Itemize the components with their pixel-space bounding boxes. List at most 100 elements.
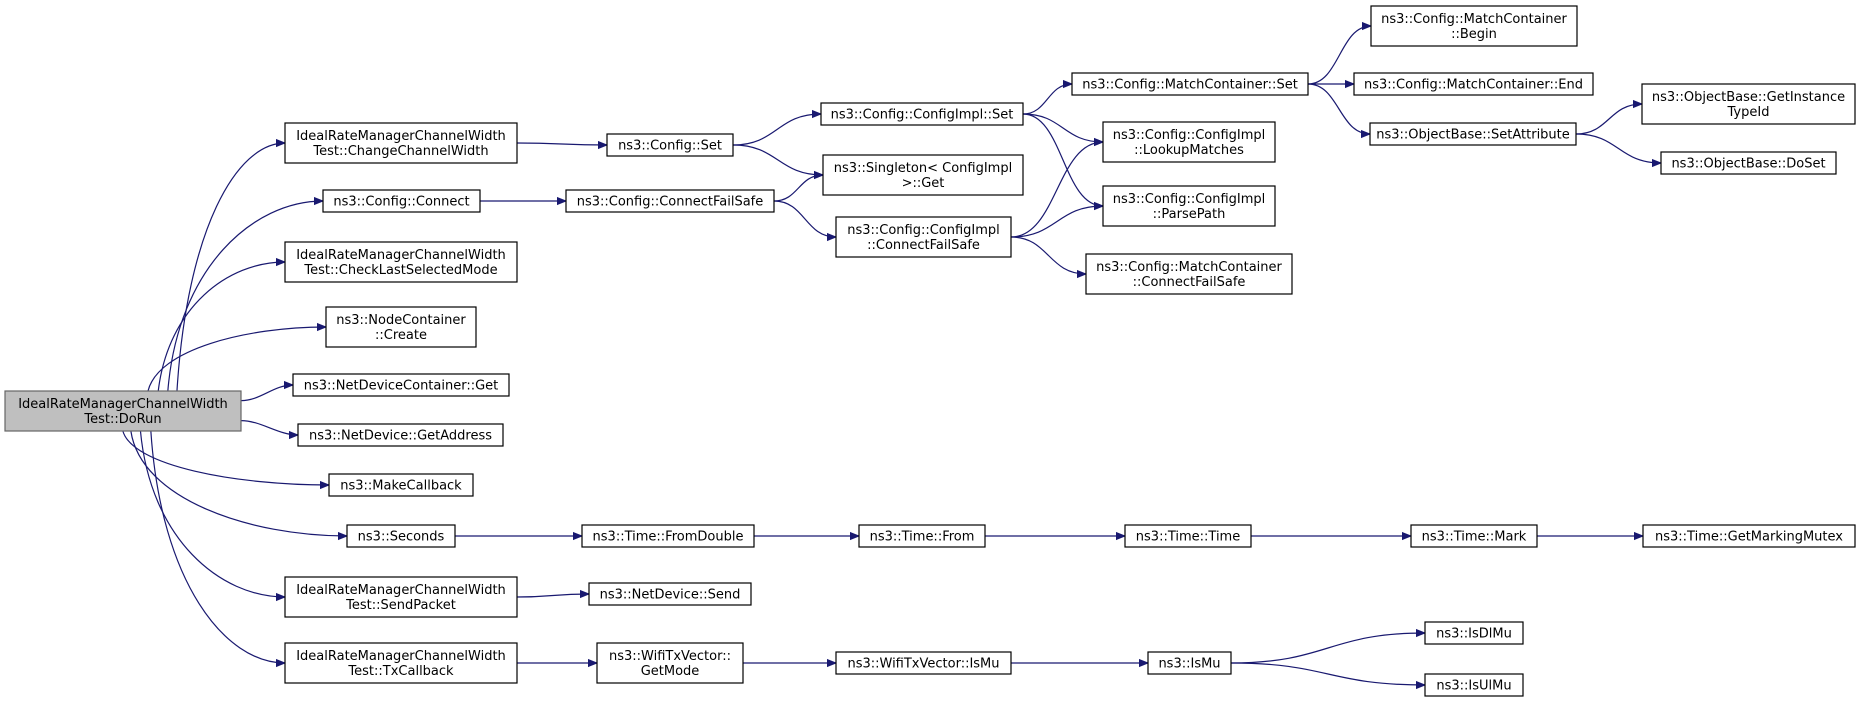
node-label: ns3::NetDeviceContainer::Get: [304, 379, 499, 394]
node-box: [1071, 72, 1309, 96]
node-label: IdealRateManagerChannelWidth: [296, 129, 506, 144]
node-check-last-selected-mode[interactable]: IdealRateManagerChannelWidthTest::CheckL…: [284, 241, 518, 283]
node-box: [284, 576, 518, 618]
node-is-dl-mu[interactable]: ns3::IsDlMu: [1424, 621, 1524, 645]
node-label: ns3::Config::Set: [618, 139, 722, 154]
node-wifi-tx-vector-is-mu[interactable]: ns3::WifiTxVector::IsMu: [835, 651, 1012, 675]
node-config-connect[interactable]: ns3::Config::Connect: [322, 189, 481, 213]
node-label: ns3::Config::ConfigImpl: [1113, 192, 1266, 207]
node-box: [322, 189, 481, 213]
edge-config-set-to-singleton-get: [732, 144, 823, 175]
node-box: [820, 102, 1024, 126]
node-label: ns3::NetDevice::Send: [600, 588, 741, 603]
node-label: ns3::Config::Connect: [333, 195, 469, 210]
node-time-mark[interactable]: ns3::Time::Mark: [1410, 524, 1538, 548]
node-is-ul-mu[interactable]: ns3::IsUlMu: [1424, 673, 1524, 697]
node-box: [1124, 524, 1252, 548]
edge-do-run-to-check-last-selected-mode: [157, 262, 285, 392]
node-config-impl-set[interactable]: ns3::Config::ConfigImpl::Set: [820, 102, 1024, 126]
node-label: ns3::Config::ConfigImpl: [847, 223, 1000, 238]
node-net-device-container-get[interactable]: ns3::NetDeviceContainer::Get: [292, 373, 510, 397]
node-label: ns3::WifiTxVector::: [609, 649, 731, 664]
node-label: ns3::Config::MatchContainer: [1096, 260, 1282, 275]
edge-match-container-set-to-match-container-begin: [1307, 26, 1372, 85]
node-singleton-get[interactable]: ns3::Singleton< ConfigImpl>::Get: [822, 154, 1024, 196]
node-box: [297, 423, 504, 447]
node-box: [1642, 524, 1856, 548]
node-box: [835, 651, 1012, 675]
node-label: ns3::Time::FromDouble: [593, 530, 744, 545]
node-send-packet[interactable]: IdealRateManagerChannelWidthTest::SendPa…: [284, 576, 518, 618]
node-box: [284, 122, 518, 164]
node-time-from-double[interactable]: ns3::Time::FromDouble: [581, 524, 755, 548]
node-match-container-begin[interactable]: ns3::Config::MatchContainer::Begin: [1370, 5, 1578, 47]
edge-do-run-to-net-device-get-address: [240, 420, 298, 435]
node-seconds[interactable]: ns3::Seconds: [346, 524, 456, 548]
node-label: ns3::Config::MatchContainer::End: [1364, 78, 1583, 93]
node-wifi-tx-vector-get-mode[interactable]: ns3::WifiTxVector::GetMode: [596, 642, 744, 684]
edge-config-impl-set-to-match-container-set: [1022, 84, 1073, 115]
node-config-connect-fail-safe[interactable]: ns3::Config::ConnectFailSafe: [565, 189, 775, 213]
node-label: ns3::Config::MatchContainer::Set: [1082, 78, 1298, 93]
node-label: ns3::Time::Mark: [1422, 530, 1527, 545]
edge-do-run-to-seconds: [130, 430, 347, 536]
node-label: IdealRateManagerChannelWidth: [296, 248, 506, 263]
node-label: ns3::IsDlMu: [1436, 627, 1512, 642]
node-box: [1424, 673, 1524, 697]
edge-do-run-to-config-connect: [167, 201, 323, 392]
node-label: ns3::WifiTxVector::IsMu: [847, 657, 999, 672]
node-label: ::Begin: [1451, 27, 1497, 42]
node-label: Test::ChangeChannelWidth: [312, 144, 488, 159]
node-box: [588, 582, 752, 606]
node-label: ns3::Config::MatchContainer: [1381, 12, 1567, 27]
edge-do-run-to-make-callback: [122, 430, 329, 485]
node-parse-path[interactable]: ns3::Config::ConfigImpl::ParsePath: [1102, 185, 1276, 227]
node-label: ns3::Time::From: [870, 530, 975, 545]
node-box: [835, 216, 1012, 258]
node-time-time[interactable]: ns3::Time::Time: [1124, 524, 1252, 548]
node-label: Test::CheckLastSelectedMode: [303, 263, 497, 278]
node-match-container-set[interactable]: ns3::Config::MatchContainer::Set: [1071, 72, 1309, 96]
node-time-from[interactable]: ns3::Time::From: [858, 524, 986, 548]
node-box: [346, 524, 456, 548]
node-label: Test::DoRun: [83, 412, 161, 427]
edge-set-attribute-to-do-set: [1575, 133, 1661, 163]
node-match-container-end[interactable]: ns3::Config::MatchContainer::End: [1353, 72, 1594, 96]
node-net-device-send[interactable]: ns3::NetDevice::Send: [588, 582, 752, 606]
node-node-container-create[interactable]: ns3::NodeContainer::Create: [325, 306, 477, 348]
node-box: [1147, 651, 1232, 675]
node-set-attribute[interactable]: ns3::ObjectBase::SetAttribute: [1369, 122, 1577, 146]
node-config-set[interactable]: ns3::Config::Set: [606, 133, 734, 157]
node-box: [1424, 621, 1524, 645]
node-box: [581, 524, 755, 548]
node-is-mu[interactable]: ns3::IsMu: [1147, 651, 1232, 675]
node-make-callback[interactable]: ns3::MakeCallback: [328, 473, 474, 497]
node-box: [1660, 151, 1837, 175]
edge-config-impl-connect-fail-safe-to-lookup-matches: [1010, 142, 1103, 238]
edge-config-impl-set-to-lookup-matches: [1022, 113, 1103, 142]
node-box: [858, 524, 986, 548]
node-config-impl-connect-fail-safe[interactable]: ns3::Config::ConfigImpl::ConnectFailSafe: [835, 216, 1012, 258]
node-do-set[interactable]: ns3::ObjectBase::DoSet: [1660, 151, 1837, 175]
edges-layer: [122, 26, 1661, 685]
node-get-marking-mutex[interactable]: ns3::Time::GetMarkingMutex: [1642, 524, 1856, 548]
node-lookup-matches[interactable]: ns3::Config::ConfigImpl::LookupMatches: [1102, 121, 1276, 163]
node-change-channel-width[interactable]: IdealRateManagerChannelWidthTest::Change…: [284, 122, 518, 164]
node-label: GetMode: [641, 664, 700, 679]
node-label: Test::TxCallback: [347, 664, 454, 679]
node-label: ::Create: [375, 328, 427, 343]
edge-do-run-to-send-packet: [139, 430, 285, 597]
node-label: ns3::Config::ConnectFailSafe: [577, 195, 764, 210]
node-match-container-connect-fail-safe[interactable]: ns3::Config::MatchContainer::ConnectFail…: [1085, 253, 1293, 295]
node-label: ns3::IsUlMu: [1436, 679, 1511, 694]
node-label: ns3::IsMu: [1158, 657, 1220, 672]
node-label: ns3::Time::Time: [1136, 530, 1240, 545]
node-net-device-get-address[interactable]: ns3::NetDevice::GetAddress: [297, 423, 504, 447]
node-box: [284, 241, 518, 283]
edge-send-packet-to-net-device-send: [516, 594, 589, 597]
node-box: [1410, 524, 1538, 548]
node-tx-callback[interactable]: IdealRateManagerChannelWidthTest::TxCall…: [284, 642, 518, 684]
node-box: [1353, 72, 1594, 96]
